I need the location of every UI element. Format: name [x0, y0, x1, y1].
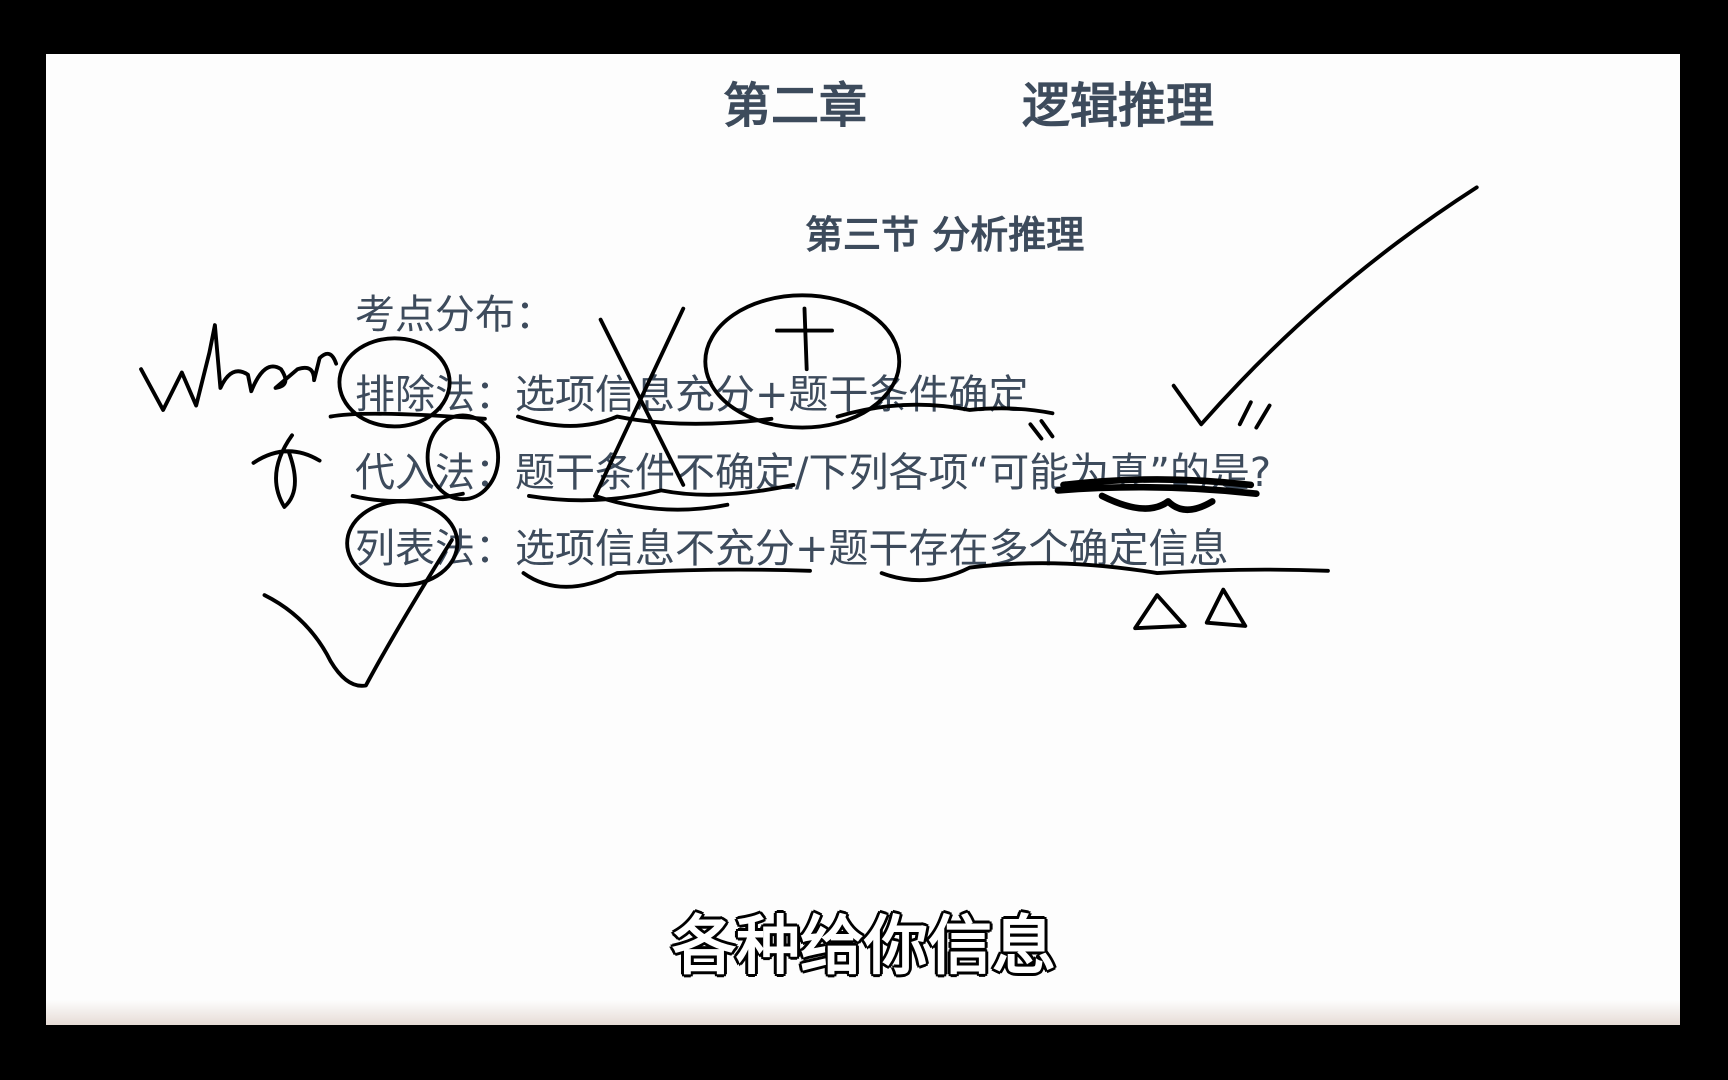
circle-plus [703, 293, 902, 430]
handwriting-when [139, 323, 339, 412]
chapter-label: 第二章 [723, 78, 868, 134]
triangle-marks [1133, 587, 1248, 631]
slide-background [46, 54, 1680, 1025]
circle-table [345, 499, 460, 588]
plus-mark [775, 306, 834, 372]
chapter-title: 逻辑推理 [1022, 78, 1215, 134]
underline-1 [328, 402, 1055, 428]
video-subtitle: 各种给你信息 [672, 910, 1056, 984]
handwriting-mark [251, 433, 322, 509]
check-mark-right [1171, 185, 1479, 430]
cross-mark [593, 306, 686, 498]
method-row-exclusion: 排除法：选项信息充分+题干条件确定 [355, 362, 1029, 420]
method-row-substitution: 代入法：题干条件不确定/下列各项“可能为真”的是? [355, 440, 1271, 498]
method-desc: 选项信息不充分+题干存在多个确定信息 [515, 526, 1229, 572]
circle-substitution [425, 413, 501, 502]
section-title: 第三节 分析推理 [805, 213, 1085, 257]
quote-marks [1028, 419, 1055, 441]
scribble-under-true [1054, 476, 1260, 513]
method-desc: 选项信息充分+题干条件确定 [515, 372, 1029, 418]
method-row-table: 列表法：选项信息不充分+题干存在多个确定信息 [355, 516, 1229, 574]
heading: 考点分布： [355, 292, 555, 338]
underline-2 [350, 482, 796, 512]
underline-3 [521, 561, 1330, 589]
circle-exclusion [337, 336, 452, 429]
check-mark-left [262, 538, 454, 688]
slide-bottom-edge [46, 1000, 1680, 1025]
